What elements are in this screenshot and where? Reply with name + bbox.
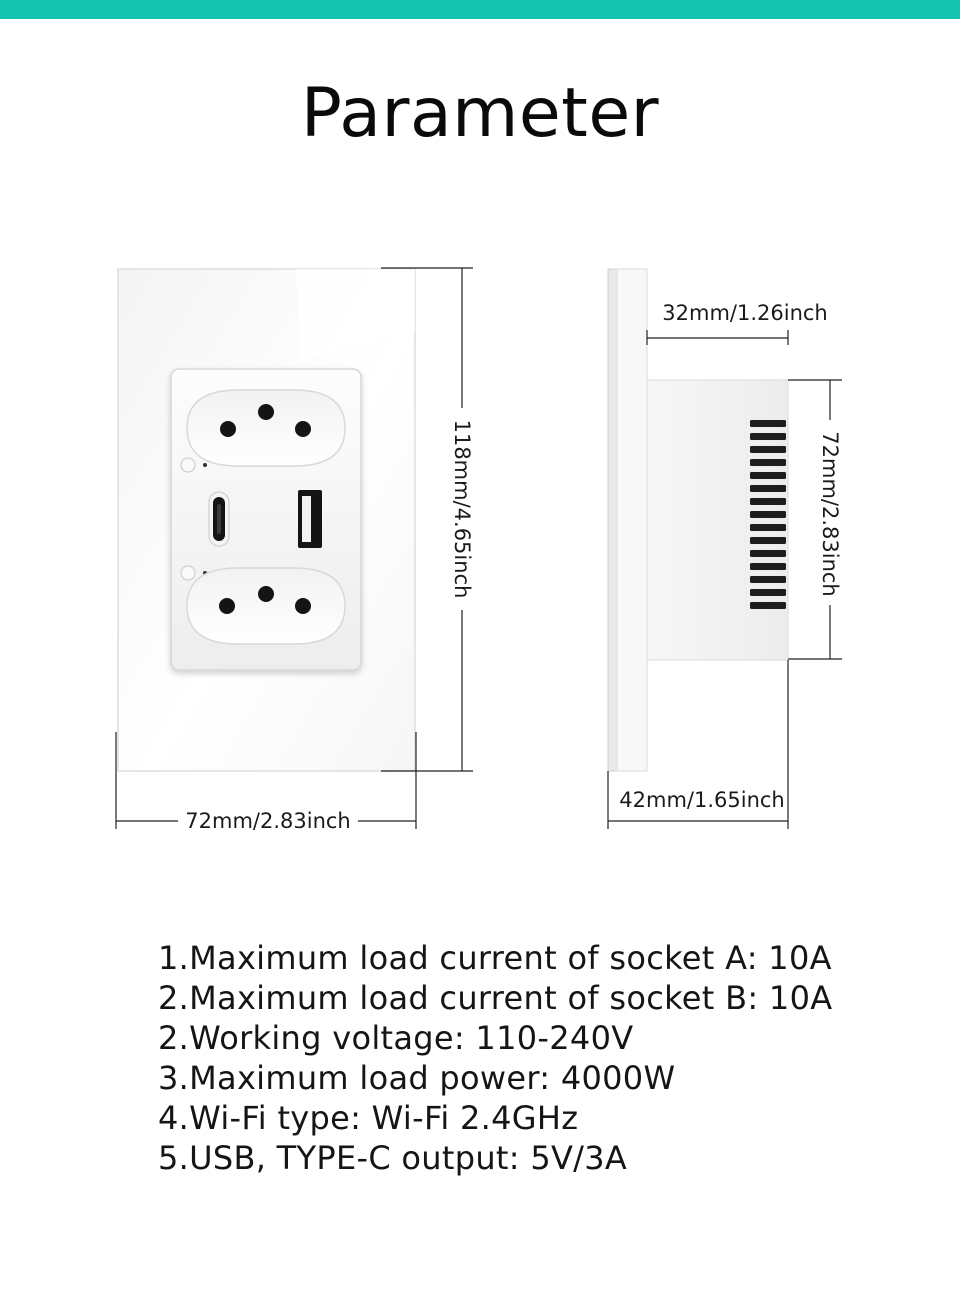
socket-a-pin-left (220, 421, 236, 437)
front-view: 118mm/4.65inch 72mm/2.83inch (115, 267, 474, 833)
socket-a-pin-right (295, 421, 311, 437)
front-height-label: 118mm/4.65inch (450, 420, 474, 599)
socket-b-recess (186, 567, 346, 645)
side-total-depth-dimension (607, 660, 789, 829)
spec-item: 1.Maximum load current of socket A: 10A (158, 939, 832, 977)
socket-b-pin-right (295, 598, 311, 614)
touch-button-b (180, 565, 196, 581)
socket-a-recess (186, 389, 346, 467)
usb-a-port (298, 490, 322, 548)
front-height-dimension (381, 267, 473, 772)
glass-reflection (296, 269, 415, 360)
side-depth-dimension (646, 330, 789, 345)
side-frame (616, 268, 648, 772)
spec-list: 1.Maximum load current of socket A: 10A … (158, 938, 832, 1178)
front-width-label: 72mm/2.83inch (185, 809, 350, 833)
side-total-depth-label: 42mm/1.65inch (619, 788, 784, 812)
socket-b (186, 567, 346, 645)
top-accent-bar (0, 0, 960, 19)
front-width-dimension (115, 732, 417, 829)
side-depth-label: 32mm/1.26inch (662, 301, 827, 325)
spec-item: 3.Maximum load power: 4000W (158, 1059, 676, 1097)
spec-item: 4.Wi-Fi type: Wi-Fi 2.4GHz (158, 1099, 579, 1137)
spec-item: 2.Working voltage: 110-240V (158, 1019, 634, 1057)
touch-button-a (180, 457, 196, 473)
side-glass-edge (607, 268, 618, 772)
side-module-height-label: 72mm/2.83inch (818, 431, 842, 596)
side-module-height-dimension (788, 379, 842, 660)
socket-a (186, 389, 346, 467)
indicator-dot-a (203, 463, 207, 467)
page-title: Parameter (300, 74, 660, 153)
side-ventilation-fins (750, 420, 786, 609)
dimension-diagram: 118mm/4.65inch 72mm/2.83inch (115, 267, 842, 833)
spec-item: 5.USB, TYPE-C output: 5V/3A (158, 1139, 628, 1177)
side-view: 32mm/1.26inch 72mm/2.83inch 42mm/1.65inc… (607, 268, 842, 829)
socket-a-pin-center (258, 404, 274, 420)
spec-item: 2.Maximum load current of socket B: 10A (158, 979, 833, 1017)
socket-b-pin-left (219, 598, 235, 614)
socket-b-pin-center (258, 586, 274, 602)
type-c-port (208, 491, 230, 547)
